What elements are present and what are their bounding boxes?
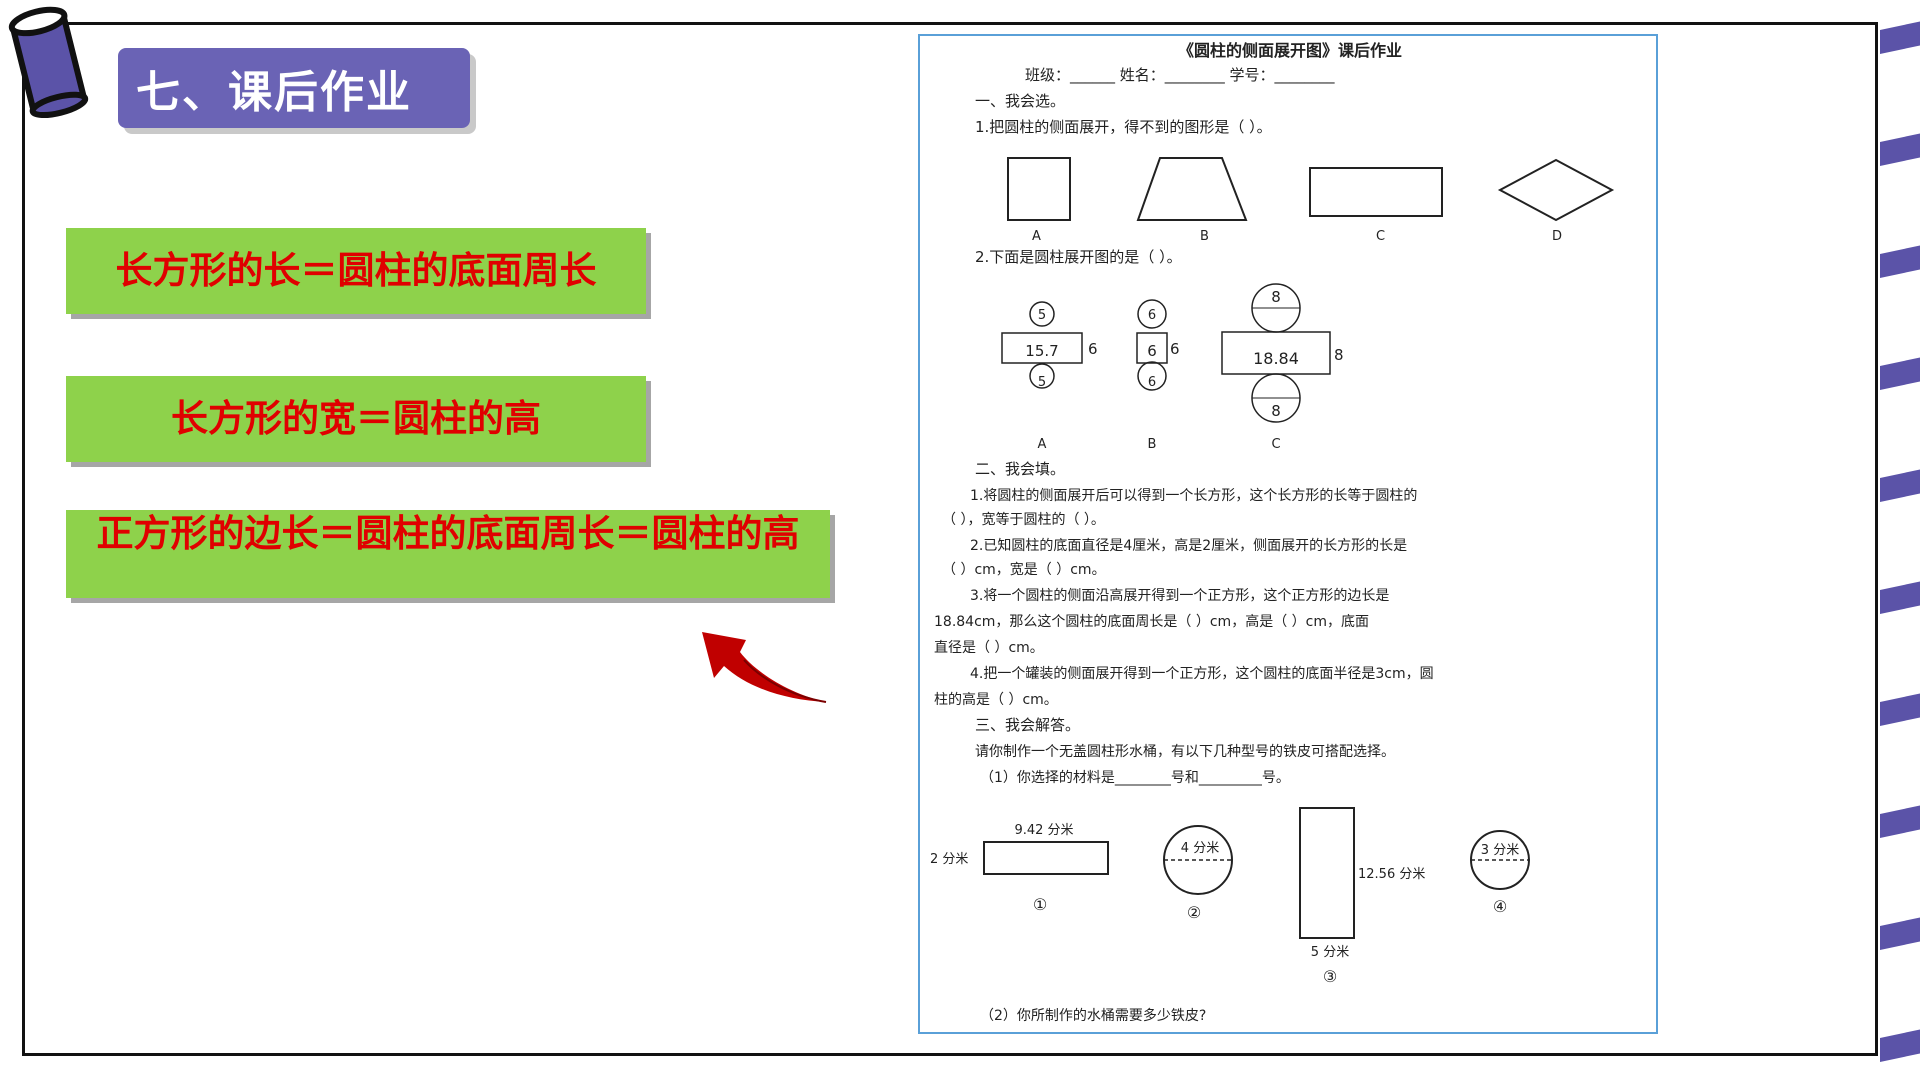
section-1-heading: 一、我会选。 bbox=[975, 92, 1065, 110]
m2-radius-label: 4 分米 bbox=[1181, 841, 1219, 856]
formula-box-1: 长方形的长＝圆柱的底面周长 bbox=[66, 228, 646, 314]
q2c-bottom: 8 bbox=[1271, 402, 1281, 420]
m3-side-label: 12.56 分米 bbox=[1358, 867, 1425, 882]
fill-4-line-2: 柱的高是（ ）cm。 bbox=[934, 691, 1058, 708]
worksheet-image: 《圆柱的侧面展开图》课后作业 班级：______ 姓名：________ 学号：… bbox=[918, 34, 1658, 1034]
formula-box-3: 正方形的边长＝圆柱的底面周长＝圆柱的高 bbox=[66, 510, 830, 598]
q2a-side: 6 bbox=[1088, 340, 1098, 358]
solve-intro: 请你制作一个无盖圆柱形水桶，有以下几种型号的铁皮可搭配选择。 bbox=[975, 744, 1395, 760]
worksheet-title: 《圆柱的侧面展开图》课后作业 bbox=[1178, 41, 1402, 60]
slide-title-banner: 七、课后作业 bbox=[118, 48, 470, 128]
m1-number: ① bbox=[1033, 895, 1047, 914]
stripe bbox=[1880, 245, 1920, 278]
shape-rectangle bbox=[1309, 167, 1443, 217]
fill-3-line-3: 直径是（ ）cm。 bbox=[934, 639, 1044, 656]
stripe bbox=[1880, 133, 1920, 166]
q2c-mid: 18.84 bbox=[1253, 349, 1299, 368]
m4-radius-label: 3 分米 bbox=[1481, 843, 1519, 858]
worksheet-canvas: 《圆柱的侧面展开图》课后作业 班级：______ 姓名：________ 学号：… bbox=[930, 41, 1615, 1024]
fill-1-line-1: 1.将圆柱的侧面展开后可以得到一个长方形，这个长方形的长等于圆柱的 bbox=[970, 487, 1417, 504]
q1-label-b: B bbox=[1200, 229, 1209, 244]
stripe bbox=[1880, 1029, 1920, 1062]
fill-2-line-2: （ ）cm，宽是（ ）cm。 bbox=[942, 561, 1106, 578]
q2-label-a: A bbox=[1038, 437, 1047, 452]
q2b-side: 6 bbox=[1170, 340, 1180, 358]
q2b-mid: 6 bbox=[1147, 342, 1157, 360]
q2b-top: 6 bbox=[1148, 308, 1156, 323]
slide-title: 七、课后作业 bbox=[136, 67, 412, 118]
formula-box-2: 长方形的宽＝圆柱的高 bbox=[66, 376, 646, 462]
fill-3-line-1: 3.将一个圆柱的侧面沿高展开得到一个正方形，这个正方形的边长是 bbox=[970, 587, 1389, 604]
m3-number: ③ bbox=[1323, 967, 1337, 986]
m2-number: ② bbox=[1187, 903, 1201, 922]
m3-bottom-label: 5 分米 bbox=[1311, 945, 1349, 960]
m1-side-label: 2 分米 bbox=[930, 852, 968, 867]
stripe bbox=[1880, 917, 1920, 950]
q2b-bottom: 6 bbox=[1148, 375, 1156, 390]
stripe bbox=[1880, 357, 1920, 390]
q2-label-c: C bbox=[1271, 437, 1280, 452]
fill-2-line-1: 2.已知圆柱的底面直径是4厘米，高是2厘米，侧面展开的长方形的长是 bbox=[970, 537, 1407, 554]
stripe bbox=[1880, 581, 1920, 614]
fill-1-line-2: （ ），宽等于圆柱的（ ）。 bbox=[942, 511, 1105, 528]
stripe bbox=[1880, 693, 1920, 726]
red-arrow-icon bbox=[702, 632, 827, 703]
q1-label-a: A bbox=[1032, 229, 1041, 244]
shape-rhombus bbox=[1497, 158, 1615, 222]
worksheet-header: 班级：______ 姓名：________ 学号：________ bbox=[1025, 66, 1335, 85]
can-icon bbox=[8, 6, 89, 119]
section-3-heading: 三、我会解答。 bbox=[975, 716, 1080, 734]
m1-top-label: 9.42 分米 bbox=[1014, 823, 1073, 838]
shape-square bbox=[1007, 157, 1071, 221]
shape-trapezoid bbox=[1136, 157, 1248, 221]
q1-label-d: D bbox=[1552, 229, 1562, 244]
q2-label-b: B bbox=[1148, 437, 1157, 452]
section-2-heading: 二、我会填。 bbox=[975, 460, 1065, 478]
q2c-top: 8 bbox=[1271, 288, 1281, 306]
stripe bbox=[1880, 805, 1920, 838]
q2a-bottom: 5 bbox=[1038, 375, 1046, 390]
question-2: 2.下面是圆柱展开图的是（ ）。 bbox=[975, 248, 1182, 266]
q2a-mid: 15.7 bbox=[1025, 342, 1058, 360]
q2a-top: 5 bbox=[1038, 308, 1046, 323]
decorative-stripes bbox=[1880, 0, 1920, 1080]
solve-part-2: （2）你所制作的水桶需要多少铁皮? bbox=[980, 1007, 1206, 1024]
stripe bbox=[1880, 469, 1920, 502]
fill-4-line-1: 4.把一个罐装的侧面展开得到一个正方形，这个圆柱的底面半径是3cm，圆 bbox=[970, 665, 1434, 682]
stripe bbox=[1880, 21, 1920, 54]
question-1: 1.把圆柱的侧面展开，得不到的图形是（ ）。 bbox=[975, 118, 1272, 136]
solve-part-1: （1）你选择的材料是________号和_________号。 bbox=[980, 770, 1290, 786]
fill-3-line-2: 18.84cm，那么这个圆柱的底面周长是（ ）cm，高是（ ）cm，底面 bbox=[934, 613, 1369, 630]
m4-number: ④ bbox=[1493, 897, 1507, 916]
q1-label-c: C bbox=[1376, 229, 1385, 244]
q2c-side: 8 bbox=[1334, 346, 1344, 364]
